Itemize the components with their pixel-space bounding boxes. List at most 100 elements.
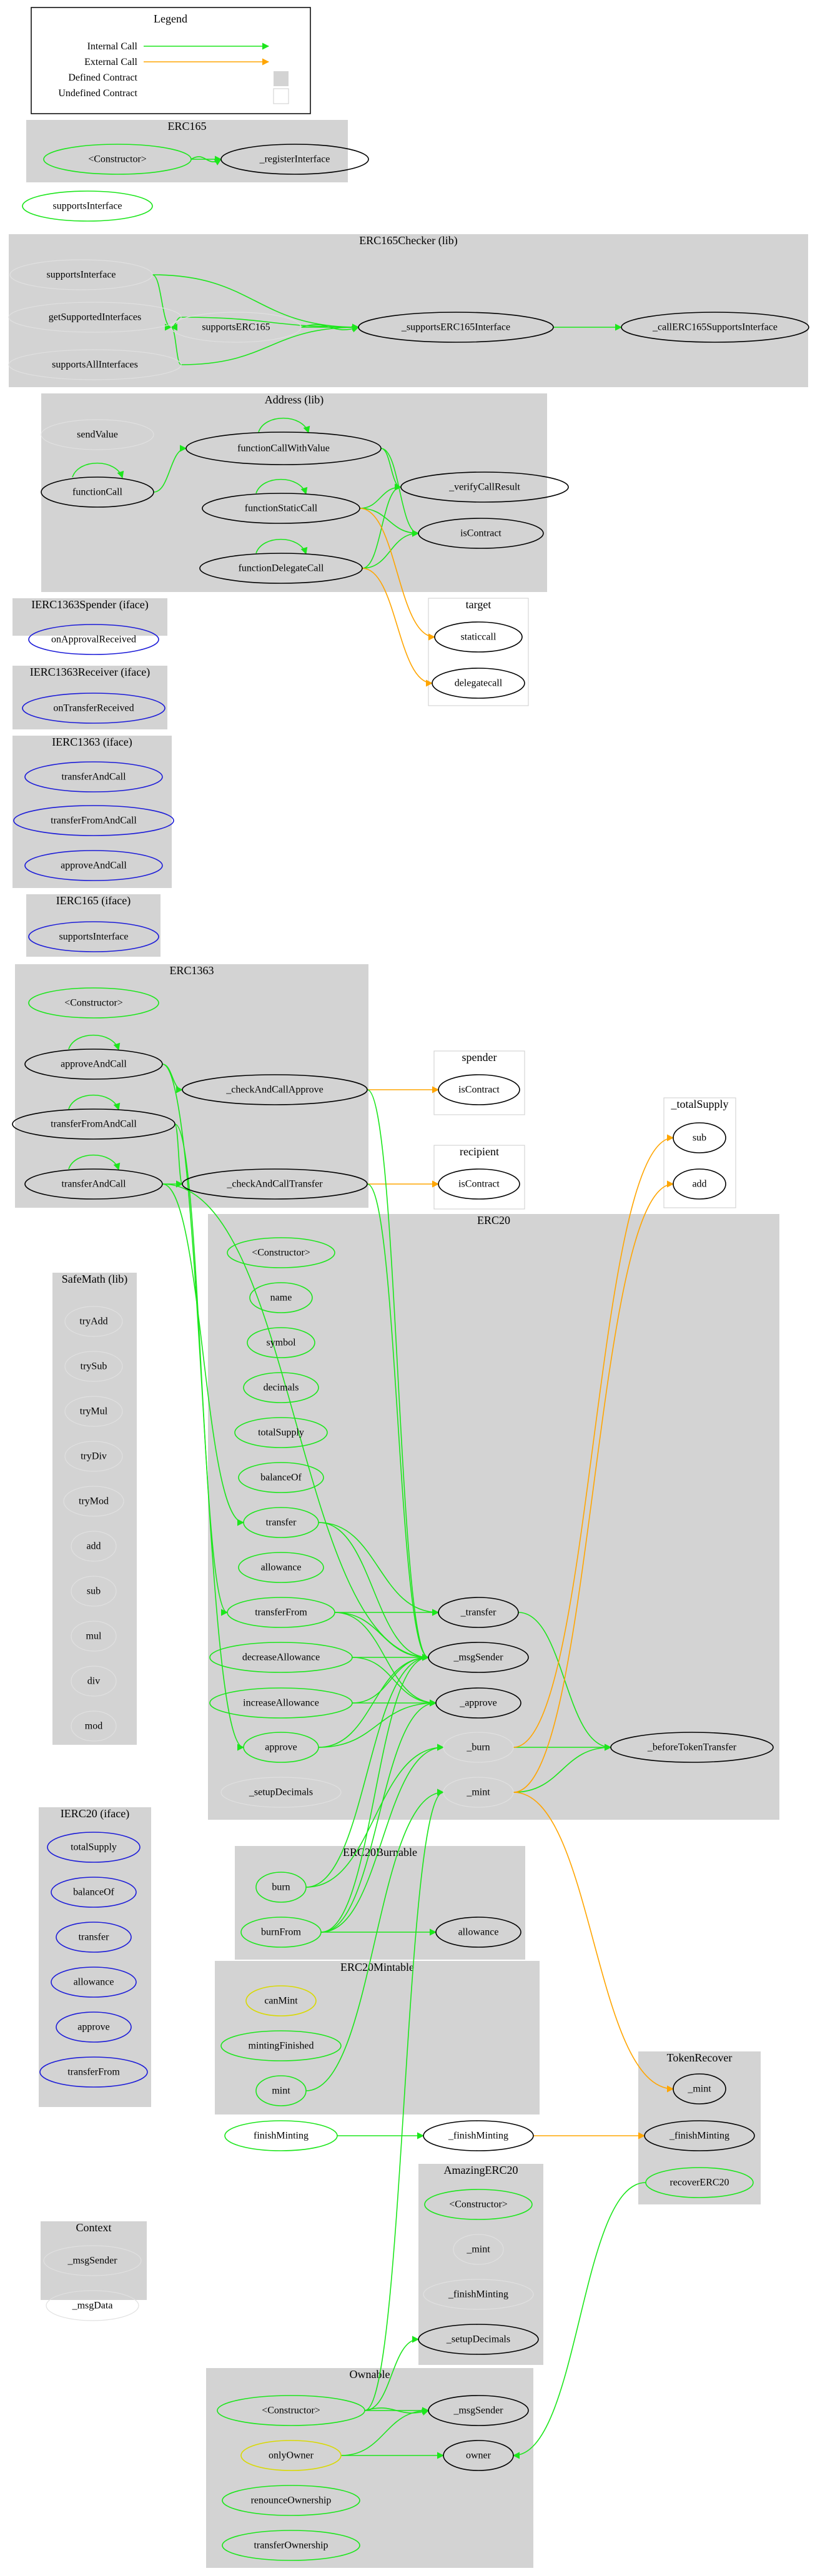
node-i20_app[interactable]: approve <box>56 2011 132 2043</box>
node-sm_trySub[interactable]: trySub <box>64 1351 123 1382</box>
node-b_burnFrom[interactable]: burnFrom <box>240 1917 322 1948</box>
node-m__finish[interactable]: _finishMinting <box>423 2120 534 2151</box>
node-sm_tryMul[interactable]: tryMul <box>64 1396 123 1427</box>
node-e20__before[interactable]: _beforeTokenTransfer <box>610 1732 774 1763</box>
node-c__sup[interactable]: _supportsERC165Interface <box>358 312 554 343</box>
node-e165_sup[interactable]: supportsInterface <box>22 190 153 222</box>
node-c_sup165[interactable]: supportsERC165 <box>170 312 302 343</box>
node-e1363_cTr[interactable]: _checkAndCallTransfer <box>182 1168 368 1200</box>
node-c__call[interactable]: _callERC165SupportsInterface <box>621 312 809 343</box>
node-a_verify[interactable]: _verifyCallResult <box>400 471 569 503</box>
node-sp_isc[interactable]: isContract <box>438 1074 520 1105</box>
node-sm_tryDiv[interactable]: tryDiv <box>64 1441 123 1472</box>
node-tr_finish[interactable]: _finishMinting <box>644 2120 755 2151</box>
node-m_canMint[interactable]: canMint <box>245 1985 317 2016</box>
node-am_ctor[interactable]: <Constructor> <box>424 2189 533 2220</box>
node-i1363_tfac[interactable]: transferFromAndCall <box>13 805 174 836</box>
node-e1363_ctor[interactable]: <Constructor> <box>28 987 159 1019</box>
node-a_fdc[interactable]: functionDelegateCall <box>199 553 363 584</box>
node-e20_allow[interactable]: allowance <box>238 1552 324 1583</box>
node-sm_tryAdd[interactable]: tryAdd <box>64 1306 123 1337</box>
node-ow_only[interactable]: onlyOwner <box>240 2440 342 2471</box>
node-ow_ctor[interactable]: <Constructor> <box>217 2395 365 2426</box>
node-e20__tr[interactable]: _transfer <box>438 1597 519 1628</box>
node-sm_sub[interactable]: sub <box>71 1576 117 1607</box>
node-label-r_onTrans: onTransferReceived <box>53 703 134 714</box>
node-t_deleg[interactable]: delegatecall <box>432 668 525 699</box>
node-e20_ctor[interactable]: <Constructor> <box>227 1237 335 1268</box>
node-tr_mint[interactable]: _mint <box>673 2073 726 2105</box>
node-label-e1363_cTr: _checkAndCallTransfer <box>226 1179 323 1190</box>
node-cx_msgS[interactable]: _msgSender <box>43 2245 142 2276</box>
node-sm_div[interactable]: div <box>71 1666 117 1697</box>
node-b_allow[interactable]: allowance <box>435 1917 521 1948</box>
node-i1363_tac[interactable]: transferAndCall <box>24 761 163 792</box>
node-a_fc[interactable]: functionCall <box>41 476 154 508</box>
edge-c_sup165-to-c__sup <box>300 324 360 333</box>
node-tr_recover[interactable]: recoverERC20 <box>645 2167 754 2198</box>
node-a_fsc[interactable]: functionStaticCall <box>202 493 360 524</box>
node-e20_name[interactable]: name <box>249 1282 313 1313</box>
node-am_setD[interactable]: _setupDecimals <box>418 2324 539 2355</box>
node-ow_transfer[interactable]: transferOwnership <box>222 2530 360 2561</box>
node-e1363_tfac[interactable]: transferFromAndCall <box>12 1108 175 1140</box>
node-i165_sup[interactable]: supportsInterface <box>28 921 159 952</box>
node-am_finish[interactable]: _finishMinting <box>423 2279 534 2310</box>
node-e20_inc[interactable]: increaseAllowance <box>209 1687 353 1719</box>
node-a_isc[interactable]: isContract <box>418 518 544 549</box>
legend-defined-label: Defined Contract <box>68 72 137 83</box>
node-label-a_send: sendValue <box>77 430 118 440</box>
node-shape-e1363_ctor <box>28 987 159 1019</box>
node-m_finished[interactable]: mintingFinished <box>220 2030 342 2061</box>
node-ow__msg[interactable]: _msgSender <box>428 2395 529 2426</box>
node-s_onAppr[interactable]: onApprovalReceived <box>28 624 159 655</box>
node-i20_tr[interactable]: transfer <box>56 1922 132 1953</box>
node-e20__msg[interactable]: _msgSender <box>428 1642 529 1673</box>
node-e165_reg[interactable]: _registerInterface <box>220 144 369 175</box>
node-sm_tryMod[interactable]: tryMod <box>63 1486 124 1517</box>
node-e20_bal[interactable]: balanceOf <box>238 1462 324 1493</box>
node-sm_mod[interactable]: mod <box>71 1710 117 1742</box>
node-i20_bal[interactable]: balanceOf <box>51 1877 137 1908</box>
node-b_burn[interactable]: burn <box>255 1872 307 1903</box>
node-am_mint[interactable]: _mint <box>453 2234 504 2265</box>
node-e165_ctor[interactable]: <Constructor> <box>43 144 192 175</box>
node-i20_tf[interactable]: transferFrom <box>39 2056 148 2088</box>
node-e20_setD[interactable]: _setupDecimals <box>220 1777 342 1808</box>
node-ow_owner[interactable]: owner <box>443 2440 514 2471</box>
node-ow_renounce[interactable]: renounceOwnership <box>222 2485 360 2516</box>
node-i20_allow[interactable]: allowance <box>51 1967 137 1998</box>
node-e20_tf[interactable]: transferFrom <box>227 1597 335 1628</box>
node-i20_ts[interactable]: totalSupply <box>47 1832 141 1863</box>
node-rc_isc[interactable]: isContract <box>438 1168 520 1200</box>
node-e20_dec[interactable]: decreaseAllowance <box>209 1642 353 1673</box>
node-c_supA[interactable]: supportsAllInterfaces <box>8 349 182 380</box>
node-r_onTrans[interactable]: onTransferReceived <box>22 693 165 724</box>
node-c_getS[interactable]: getSupportedInterfaces <box>8 302 182 333</box>
node-e20__burn[interactable]: _burn <box>443 1732 514 1763</box>
node-a_fcv[interactable]: functionCallWithValue <box>185 432 382 465</box>
node-cx_msgD[interactable]: _msgData <box>46 2290 139 2321</box>
node-e20_approve[interactable]: approve <box>243 1732 319 1763</box>
node-t_static[interactable]: staticcall <box>434 621 523 653</box>
node-e20_ts[interactable]: totalSupply <box>234 1417 328 1448</box>
node-e1363_aac[interactable]: approveAndCall <box>24 1049 163 1080</box>
node-sm_add[interactable]: add <box>71 1531 117 1562</box>
node-sm_mul[interactable]: mul <box>71 1621 117 1652</box>
node-e1363_tac[interactable]: transferAndCall <box>24 1168 163 1200</box>
node-e20__app[interactable]: _approve <box>435 1687 521 1719</box>
node-e20_symbol[interactable]: symbol <box>247 1327 315 1358</box>
node-e1363_cApp[interactable]: _checkAndCallApprove <box>182 1074 368 1105</box>
node-e20_decimals[interactable]: decimals <box>243 1372 319 1403</box>
node-ts_sub[interactable]: sub <box>673 1122 726 1153</box>
node-ts_add[interactable]: add <box>673 1168 726 1200</box>
cluster-title-ierc1363: IERC1363 (iface) <box>52 736 132 749</box>
node-shape-ow__msg <box>428 2395 529 2426</box>
node-e20__mint[interactable]: _mint <box>443 1777 514 1808</box>
node-m_mint[interactable]: mint <box>255 2075 307 2106</box>
node-e20_transfer[interactable]: transfer <box>243 1507 319 1538</box>
node-c_supI[interactable]: supportsInterface <box>9 259 153 290</box>
node-i1363_aac[interactable]: approveAndCall <box>24 850 163 881</box>
node-m_finish[interactable]: finishMinting <box>224 2120 338 2151</box>
node-a_send[interactable]: sendValue <box>41 419 154 450</box>
